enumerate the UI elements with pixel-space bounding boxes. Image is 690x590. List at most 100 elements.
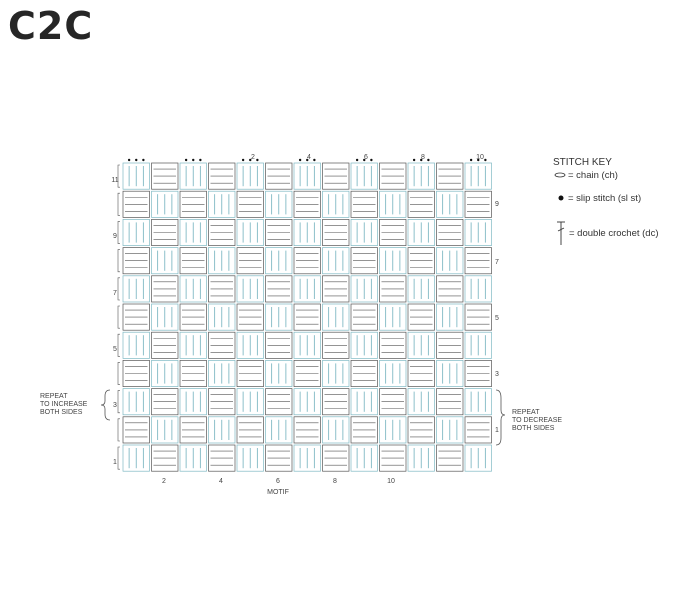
stitch-block [436, 162, 464, 190]
stitch-block [379, 219, 407, 246]
stitch-block [407, 444, 435, 472]
stitch-key: STITCH KEY = chain (ch) = slip stitch (s… [553, 157, 659, 245]
bottom-number: 8 [333, 478, 337, 485]
left-row-number: 1 [113, 459, 117, 466]
slip-stitch-dot [427, 158, 430, 162]
stitch-block [322, 303, 350, 331]
stitch-block [122, 275, 150, 303]
slip-stitch-dot [412, 158, 416, 162]
slip-stitch-dot [355, 158, 359, 162]
stitch-block [236, 247, 264, 275]
stitch-block [208, 303, 236, 331]
right-row-number: 9 [495, 201, 499, 208]
left-row-number: 11 [111, 177, 118, 184]
stitch-block [236, 444, 264, 472]
stitch-block [436, 360, 464, 387]
stitch-block [265, 360, 293, 387]
stitch-block [236, 219, 264, 246]
stitch-block [379, 303, 407, 331]
slip-stitch-dot [298, 158, 302, 162]
stitch-block [122, 444, 150, 472]
bottom-number: 10 [387, 478, 395, 485]
stitch-block [436, 416, 464, 444]
top-number: 6 [364, 154, 368, 161]
stitch-block [322, 388, 350, 416]
stitch-block [293, 331, 321, 359]
stitch-block [122, 360, 150, 387]
stitch-block [236, 388, 264, 416]
stitch-block [464, 388, 492, 416]
chain-icon [554, 172, 566, 178]
stitch-block [265, 388, 293, 416]
stitch-block [265, 190, 293, 218]
slip-stitch-dot [127, 158, 131, 162]
stitch-block [464, 444, 492, 472]
stitch-block [464, 190, 492, 218]
top-number: 10 [476, 154, 484, 161]
row-turn-marker [117, 418, 120, 442]
stitch-block [379, 360, 407, 387]
stitch-block [122, 416, 150, 444]
slip-stitch-dot [184, 158, 188, 162]
row-turn-marker [117, 164, 120, 188]
stitch-block [122, 331, 150, 359]
stitch-block [322, 247, 350, 275]
top-number: 8 [421, 154, 425, 161]
stitch-block [208, 219, 236, 246]
top-number: 4 [307, 154, 311, 161]
slip-stitch-dot [306, 158, 309, 162]
stitch-block [265, 162, 293, 190]
stitch-block [265, 219, 293, 246]
right-repeat-note: TO DECREASE [512, 417, 562, 424]
stitch-block [350, 190, 378, 218]
slip-stitch-dot [199, 158, 202, 162]
left-repeat-note: REPEAT [40, 393, 68, 400]
stitch-block [293, 190, 321, 218]
stitch-grid [117, 158, 492, 472]
stitch-block [293, 416, 321, 444]
stitch-block [379, 444, 407, 472]
slip-stitch-dot [370, 158, 373, 162]
stitch-block [179, 388, 207, 416]
stitch-block [179, 444, 207, 472]
stitch-block [151, 331, 179, 359]
stitch-block [151, 388, 179, 416]
stitch-block [122, 219, 150, 246]
stitch-block [464, 275, 492, 303]
stitch-block [436, 190, 464, 218]
stitch-block [464, 219, 492, 246]
stitch-block [179, 303, 207, 331]
stitch-block [350, 275, 378, 303]
slip-stitch-dot [135, 158, 138, 162]
bottom-number: 6 [276, 478, 280, 485]
stitch-block [208, 275, 236, 303]
stitch-block [379, 416, 407, 444]
stitch-block [350, 303, 378, 331]
row-turn-marker [117, 249, 120, 273]
stitch-block [407, 360, 435, 387]
left-row-number: 3 [113, 402, 117, 409]
stitch-block [293, 219, 321, 246]
stitch-block [379, 388, 407, 416]
stitch-key-label: = double crochet (dc) [569, 228, 659, 239]
stitch-block [322, 162, 350, 190]
stitch-block [179, 247, 207, 275]
stitch-block [236, 190, 264, 218]
stitch-block [208, 190, 236, 218]
stitch-block [151, 219, 179, 246]
stitch-block [407, 162, 435, 190]
stitch-block [236, 331, 264, 359]
row-turn-marker [117, 277, 120, 301]
stitch-block [322, 416, 350, 444]
stitch-block [293, 360, 321, 387]
slip-stitch-icon [558, 195, 564, 201]
slip-stitch-dot [363, 158, 366, 162]
stitch-block [151, 190, 179, 218]
stitch-block [208, 444, 236, 472]
stitch-block [407, 303, 435, 331]
stitch-block [379, 190, 407, 218]
stitch-block [464, 162, 492, 190]
stitch-block [151, 416, 179, 444]
stitch-block [265, 444, 293, 472]
